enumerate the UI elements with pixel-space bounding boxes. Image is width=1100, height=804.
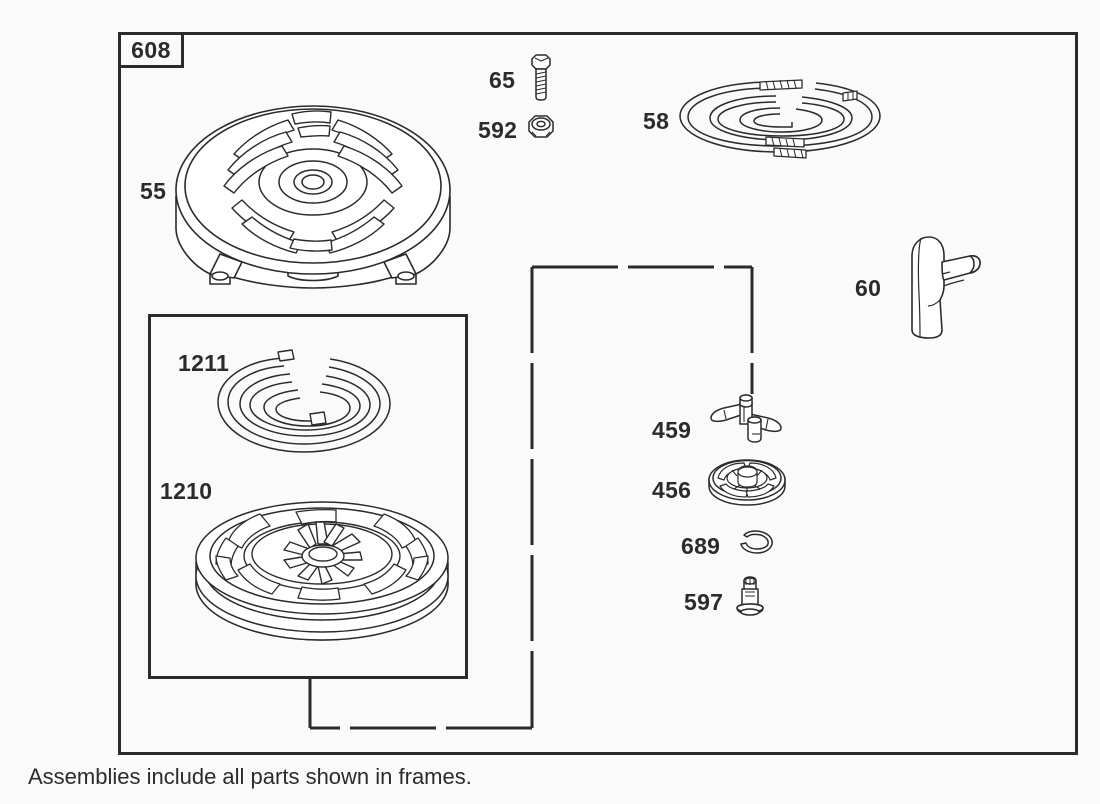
part-art-recoil-spring [212,348,402,473]
outer-assembly-frame [118,32,1078,755]
part-label-1210: 1210 [160,478,213,504]
part-art-starter-grip-handle [898,234,984,342]
part-label-459: 459 [652,417,692,443]
part-label-1211: 1211 [178,350,230,376]
part-label-60: 60 [855,275,882,301]
part-art-rope-pulley [192,472,452,657]
part-art-hex-nut [525,113,557,143]
part-art-starter-rope [676,76,891,168]
part-art-recoil-starter-housing [168,78,458,293]
part-label-58: 58 [643,108,670,134]
part-art-clutch-ratchet-plate [706,456,788,508]
part-label-689: 689 [681,533,721,559]
part-label-456: 456 [652,477,692,503]
part-art-clutch-pawl-dog [708,394,784,450]
part-label-65: 65 [489,67,516,93]
part-label-55: 55 [140,178,167,204]
part-label-597: 597 [684,589,724,615]
diagram-caption: Assemblies include all parts shown in fr… [28,764,472,789]
part-art-shoulder-pin-rivet [733,576,767,620]
part-art-hex-head-screw [527,52,555,102]
assembly-tag-label: 608 [131,36,171,63]
part-art-retaining-clip [736,529,776,555]
inner-parts-frame [148,314,468,679]
assembly-tag-608: 608 [118,32,184,68]
part-label-592: 592 [478,117,518,143]
